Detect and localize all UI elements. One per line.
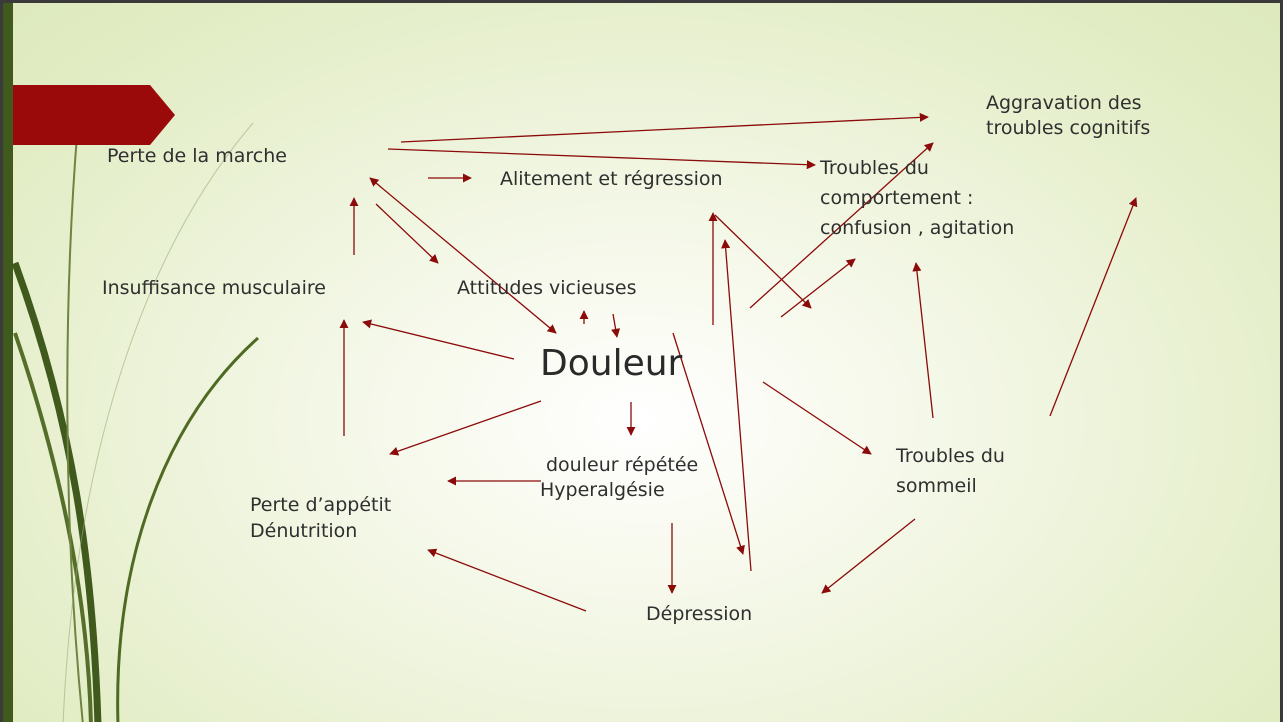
node-line: Hyperalgésie xyxy=(540,479,665,501)
node-douleur-repetee-hyperalgesie: douleur répétée Hyperalgésie xyxy=(540,453,698,503)
node-line: confusion , agitation xyxy=(820,217,1015,239)
title-band xyxy=(13,85,175,145)
node-attitudes-vicieuses: Attitudes vicieuses xyxy=(457,277,637,299)
left-accent-bar xyxy=(3,3,13,722)
node-perte-d-appetit-denutrition: Perte d’appétit Dénutrition xyxy=(250,492,391,544)
node-douleur-center: Douleur xyxy=(540,343,683,384)
node-troubles-du-comportement: Troubles du comportement : confusion , a… xyxy=(820,153,1014,243)
node-line: Troubles du xyxy=(896,445,1005,467)
node-troubles-du-sommeil: Troubles du sommeil xyxy=(896,441,1005,501)
node-depression: Dépression xyxy=(646,603,753,625)
node-line: sommeil xyxy=(896,475,977,497)
node-line: comportement : xyxy=(820,187,974,209)
node-line: troubles cognitifs xyxy=(986,117,1151,139)
node-alitement-et-regression: Alitement et régression xyxy=(500,168,723,190)
node-perte-de-la-marche: Perte de la marche xyxy=(107,145,287,167)
node-line: douleur répétée xyxy=(546,454,699,476)
arrow-connectors xyxy=(339,112,1138,612)
node-line: Perte d’appétit xyxy=(250,494,392,516)
node-insuffisance-musculaire: Insuffisance musculaire xyxy=(102,277,326,299)
node-line: Dénutrition xyxy=(250,520,358,542)
node-line: Troubles du xyxy=(820,157,929,179)
leaf-decoration xyxy=(11,122,260,722)
node-line: Aggravation des xyxy=(986,92,1142,114)
node-aggravation-troubles-cognitifs: Aggravation des troubles cognitifs xyxy=(986,91,1150,141)
